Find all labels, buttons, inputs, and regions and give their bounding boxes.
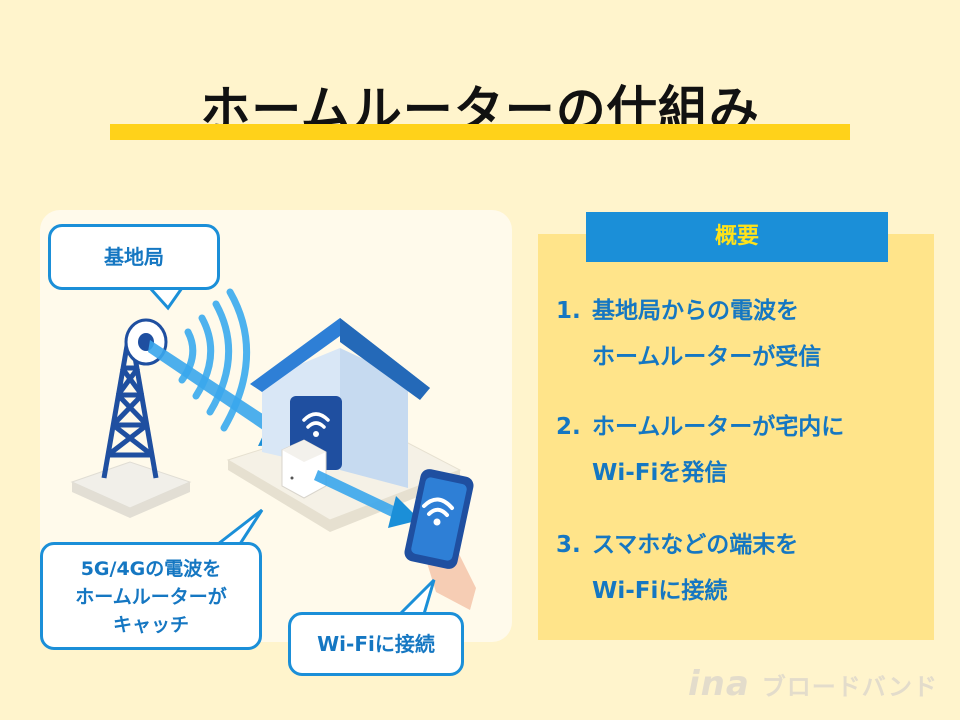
- summary-step-2: 2. ホームルーターが宅内に Wi-Fiを発信: [556, 404, 844, 496]
- step-number: 2.: [556, 414, 581, 440]
- wifi-door-icon: [302, 412, 330, 429]
- bubble-tail-1: [146, 286, 185, 311]
- step-line-2: ホームルーターが受信: [592, 344, 822, 370]
- brand-logo: ina ブロードバンド: [688, 664, 938, 704]
- step-line-1: 基地局からの電波を: [592, 298, 799, 324]
- bubble-router-catch-line-1: 5G/4Gの電波を: [80, 558, 222, 580]
- tower-base-side: [72, 482, 190, 518]
- brand-text: ブロードバンド: [761, 672, 938, 701]
- step-number: 3.: [556, 532, 581, 558]
- bubble-router-catch-line-2: ホームルーターが: [75, 586, 227, 608]
- house-wall-right: [340, 348, 408, 488]
- bubble-tail-2: [213, 508, 264, 546]
- tower-base: [70, 461, 192, 509]
- bubble-wifi-connect: Wi-Fiに接続: [288, 612, 464, 676]
- summary-heading: 概要: [586, 212, 888, 262]
- tower-icon: [101, 339, 159, 479]
- bubble-base-station: 基地局: [48, 224, 220, 290]
- bubble-router-catch: 5G/4Gの電波を ホームルーターが キャッチ: [40, 542, 262, 650]
- title-underline: [110, 124, 850, 140]
- step-line-2: Wi-Fiを発信: [592, 460, 728, 486]
- summary-panel: [538, 234, 934, 640]
- bubble-base-station-text: 基地局: [104, 245, 164, 269]
- brand-mark: ina: [687, 664, 750, 704]
- bubble-router-catch-line-3: キャッチ: [112, 614, 189, 636]
- bubble-tail-3: [396, 578, 436, 616]
- step-line-2: Wi-Fiに接続: [592, 578, 728, 604]
- step-line-1: スマホなどの端末を: [592, 532, 799, 558]
- summary-step-3: 3. スマホなどの端末を Wi-Fiに接続: [556, 522, 798, 614]
- signal-beam-1: [148, 340, 272, 432]
- summary-step-1: 1. 基地局からの電波を ホームルーターが受信: [556, 288, 821, 380]
- step-number: 1.: [556, 298, 581, 324]
- step-line-1: ホームルーターが宅内に: [592, 414, 845, 440]
- signal-beam-2: [314, 470, 398, 518]
- wifi-phone-icon: [422, 497, 454, 517]
- radio-waves-icon: [178, 288, 251, 432]
- bubble-wifi-connect-text: Wi-Fiに接続: [317, 632, 435, 656]
